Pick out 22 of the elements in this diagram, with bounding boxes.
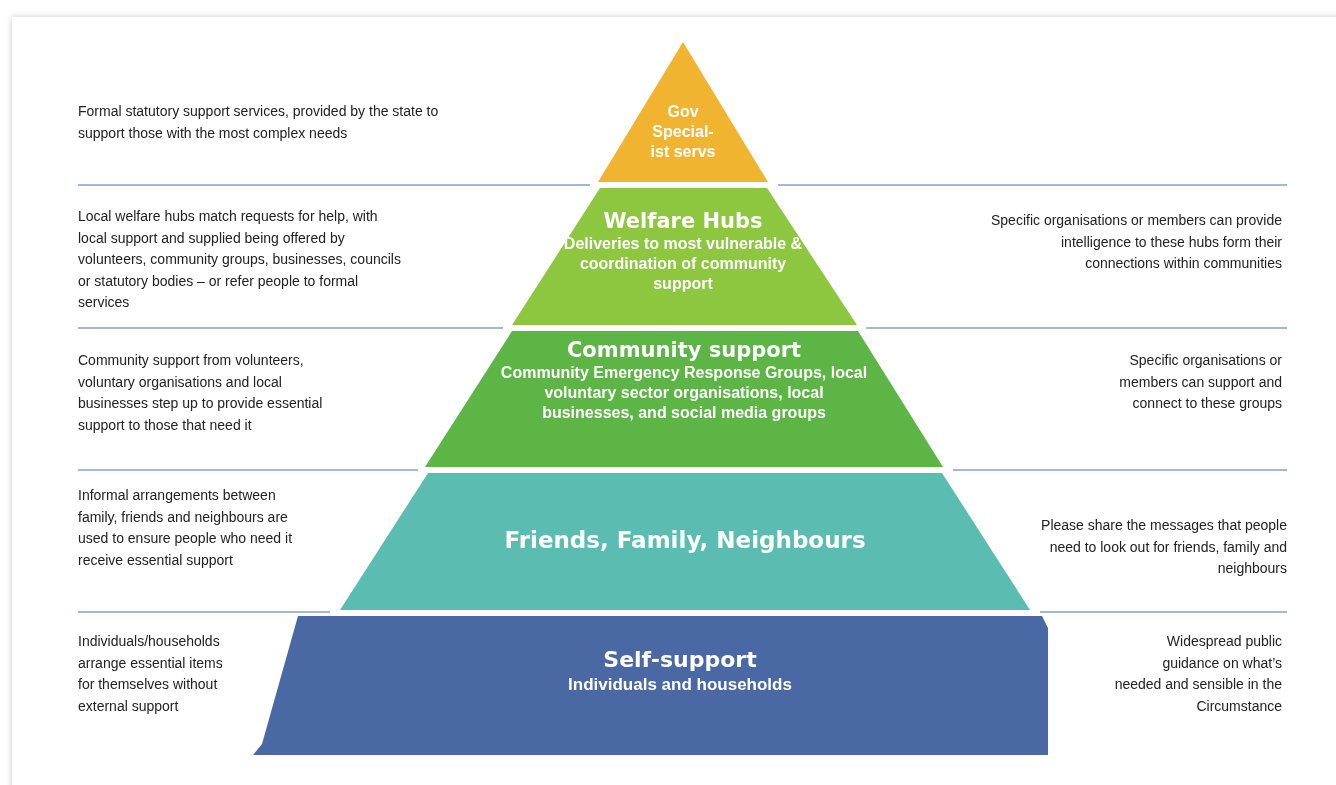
pyramid-tier bbox=[340, 473, 1030, 610]
side-note: Widespread public guidance on what’s needed and sensible in the Circumstance bbox=[1113, 632, 1282, 716]
side-note: Please share the messages that people need to look out for friends, family and neighbours bbox=[1040, 516, 1287, 579]
pyramid-tier bbox=[253, 616, 1048, 755]
side-note: Informal arrangements between family, friends and neighbours are used to ensure people who need it receive essential support bbox=[78, 486, 294, 570]
tier-title: Friends, Family, Neighbours bbox=[503, 526, 867, 555]
side-note: Community support from volunteers, voluntary organisations and local businesses step up to provide essential support to those that need it bbox=[78, 351, 324, 435]
pyramid-tier bbox=[598, 42, 768, 182]
tier-description: Individuals and households bbox=[567, 673, 793, 695]
tier-title: Community support bbox=[565, 337, 803, 364]
tier-title: Welfare Hubs bbox=[602, 208, 764, 235]
side-note: Specific organisations or members can provide intelligence to these hubs form their connections within communities bbox=[990, 211, 1282, 274]
side-note: Local welfare hubs match requests for help, with local support and supplied being offered by volunteers, community groups, businesses, councils or statutory bodies – or refer people to formal services bbox=[78, 207, 402, 313]
tier-title: Self-support bbox=[602, 646, 758, 674]
tier-title: Gov Special- ist servs bbox=[649, 102, 717, 162]
side-note: Specific organisations or members can support and connect to these groups bbox=[1118, 351, 1282, 414]
tier-description: Deliveries to most vulnerable & coordination of community support bbox=[563, 234, 803, 295]
side-note: Formal statutory support services, provided by the state to support those with the most complex needs bbox=[78, 102, 440, 143]
pyramid-tier bbox=[425, 331, 943, 467]
tier-description: Community Emergency Response Groups, local voluntary sector organisations, local businesses, and social media groups bbox=[500, 363, 868, 424]
pyramid-tier bbox=[512, 188, 857, 325]
side-note: Individuals/households arrange essential items for themselves without external support bbox=[78, 632, 224, 716]
